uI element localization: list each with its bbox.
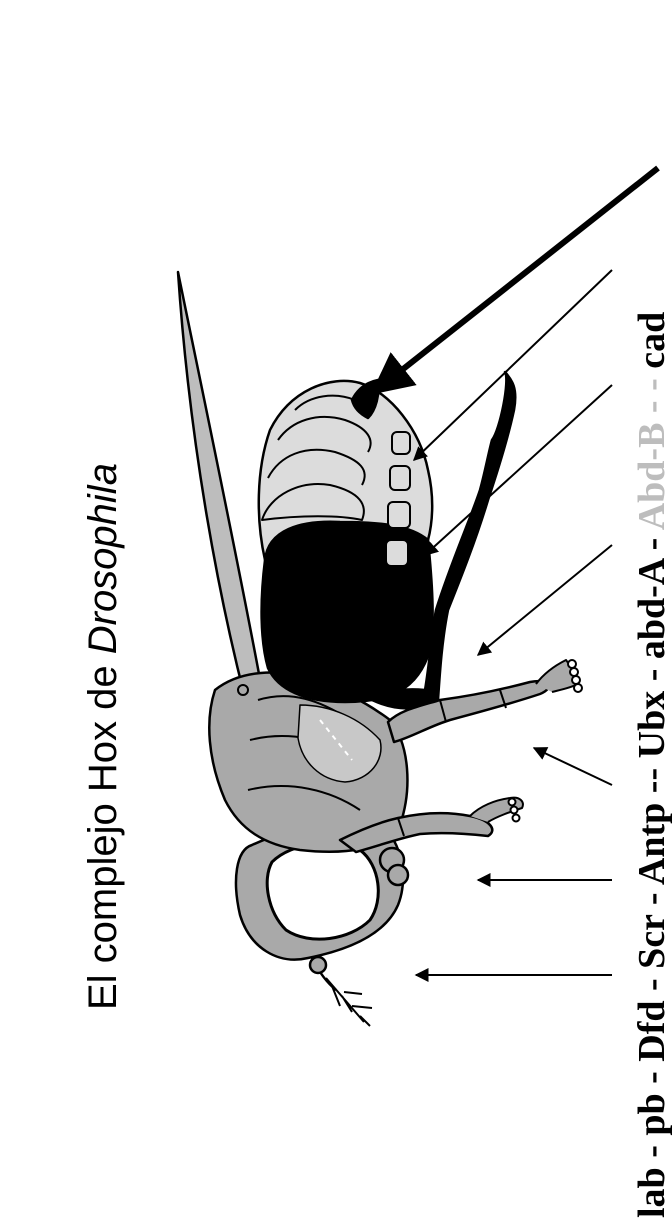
arrow-abd-a [425,385,612,555]
separator: - [631,969,672,1001]
arrow-antp [534,748,612,785]
gene-scr: Scr [631,914,672,969]
wing [178,272,262,698]
separator: -- [631,758,672,802]
figure-title: El complejo Hox de Drosophila [81,463,125,1010]
gene-ubx: Ubx [631,691,672,759]
abdomen-sclerite [392,432,410,454]
title-prefix: El complejo Hox de [81,654,125,1010]
gene-antp: Antp [631,803,672,885]
separator: - [631,1062,672,1094]
title-genus: Drosophila [81,463,125,654]
abdomen-sclerite [390,466,410,490]
antenna-segment [388,865,408,885]
separator: - [631,530,672,560]
arrow-ubx [478,545,612,655]
gene-abd-b: Abd-B [631,423,672,531]
separator: - [631,885,672,915]
arrow-abd-b [414,270,612,460]
separator: - [631,1136,672,1168]
separator: - [631,659,672,691]
separator: - - [631,369,672,423]
gene-pb: pb [631,1093,672,1135]
gene-cad: cad [631,312,672,369]
hox-gene-list: lab - pb - Dfd - Scr - Antp -- Ubx - abd… [631,312,672,1218]
proboscis-base [310,957,326,973]
abdomen-sclerite [388,502,410,528]
proboscis-bristles [326,978,372,1026]
gene-abd-a: abd-A [631,557,672,659]
gene-dfd: Dfd [631,1000,672,1061]
compound-eye [267,843,378,939]
arrow-cad [374,168,658,392]
abdomen-sclerite [386,540,408,566]
gene-lab: lab [631,1167,672,1218]
